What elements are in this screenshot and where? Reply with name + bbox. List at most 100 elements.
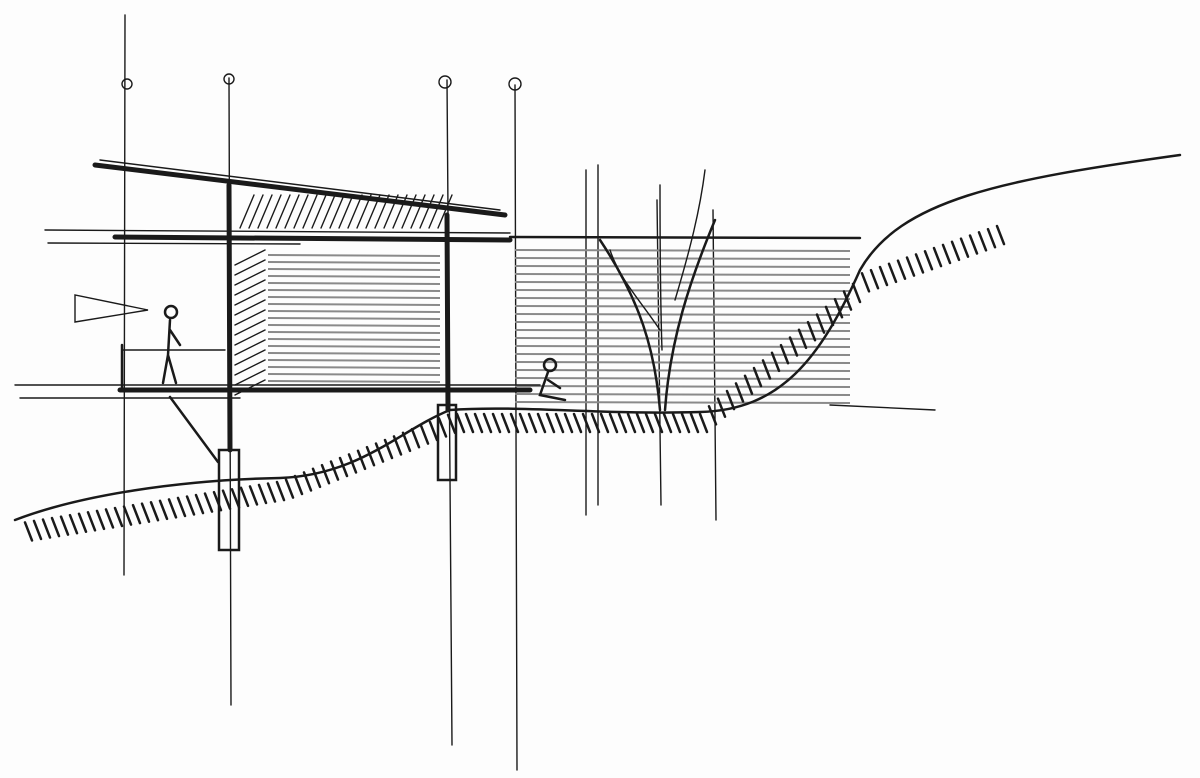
hatch-stroke	[131, 503, 142, 525]
hatch-stroke	[554, 412, 565, 434]
hatch-stroke	[347, 194, 363, 229]
hatch-stroke	[266, 194, 282, 229]
hatch-stroke	[671, 412, 682, 434]
hatch-stroke	[234, 249, 266, 266]
hatch-stroke	[149, 500, 160, 522]
hatch-stroke	[896, 259, 907, 280]
hatch-stroke	[788, 336, 799, 357]
hatch-stroke	[563, 412, 574, 434]
grid-line	[446, 79, 453, 746]
hatch-stroke	[806, 320, 817, 342]
hatch-stroke	[32, 519, 43, 541]
hatch-stroke	[500, 412, 511, 434]
hatch-stroke	[572, 412, 583, 434]
hatch-stroke	[311, 194, 327, 229]
grid-marker	[508, 77, 522, 91]
hatch-stroke	[302, 471, 313, 492]
hatch-stroke	[267, 289, 441, 292]
hatch-stroke	[284, 194, 300, 229]
hatch-stroke	[234, 319, 266, 336]
foundation-piers	[217, 403, 458, 552]
hatch-stroke	[248, 485, 259, 506]
hatch-stroke	[518, 412, 529, 434]
hatch-stroke	[514, 265, 851, 268]
hatch-stroke	[234, 339, 266, 356]
hatch-stroke	[514, 377, 851, 380]
hatch-stroke	[680, 412, 691, 434]
hatch-stroke	[212, 490, 223, 512]
ground-profile	[13, 153, 1182, 522]
hatch-stroke	[284, 478, 295, 499]
hatch-stroke	[347, 453, 358, 474]
hatch-stroke	[113, 506, 124, 528]
hatch-stroke	[824, 305, 835, 327]
hatch-stroke	[626, 412, 637, 434]
hatch-stroke	[644, 412, 655, 434]
hatch-stroke	[338, 456, 349, 478]
hatch-stroke	[428, 194, 444, 229]
hatch-stroke	[608, 412, 619, 434]
hatch-stroke	[234, 299, 266, 316]
hatch-stroke	[239, 486, 250, 508]
hatch-stroke	[514, 297, 851, 300]
hatch-stroke	[419, 424, 430, 445]
hatch-stroke	[779, 343, 790, 365]
hatch-stroke	[374, 442, 385, 463]
hatch-stroke	[267, 373, 441, 376]
hatch-stroke	[320, 463, 331, 485]
hatch-stroke	[23, 521, 34, 542]
hatch-stroke	[383, 194, 399, 229]
person-standing	[161, 304, 182, 385]
hatch-stroke	[815, 313, 826, 334]
hatch-stroke	[104, 508, 115, 529]
hatch-stroke	[122, 505, 133, 526]
hatch-stroke	[267, 261, 441, 264]
hatch-stroke	[374, 194, 390, 229]
hatch-stroke	[234, 269, 266, 286]
grid-marker	[223, 73, 235, 85]
hatch-stroke	[455, 412, 466, 434]
hatch-stroke	[50, 516, 61, 538]
hatch-stroke	[653, 412, 664, 434]
hatch-stroke	[410, 427, 421, 449]
hatch-stroke	[329, 194, 345, 229]
hatch-stroke	[581, 412, 592, 434]
hatch-stroke	[950, 240, 961, 262]
hatch-stroke	[140, 502, 151, 523]
hatch-stroke	[257, 194, 273, 229]
hatch-stroke	[860, 272, 871, 293]
hatch-stroke	[293, 194, 309, 229]
grid-line	[123, 14, 126, 576]
hatch-stroke	[383, 438, 394, 460]
hatch-stroke	[230, 488, 241, 509]
hatch-stroke	[267, 352, 441, 355]
hatch-stroke	[428, 420, 439, 442]
hatch-stroke	[514, 361, 851, 364]
hatch-stroke	[234, 349, 266, 366]
hatch-stroke	[41, 518, 52, 539]
hatch-stroke	[185, 495, 196, 516]
hatch-stroke	[401, 431, 412, 453]
hatch-stroke	[514, 369, 851, 372]
hatch-stroke	[514, 329, 851, 332]
hatch-stroke	[221, 489, 232, 510]
hatch-stroke	[302, 194, 318, 229]
hatch-stroke	[267, 275, 441, 278]
hatch-stroke	[234, 259, 266, 276]
hatch-stroke	[932, 246, 943, 268]
hatch-stroke	[725, 389, 736, 411]
hatch-stroke	[234, 279, 266, 296]
hatch-stroke	[941, 243, 952, 265]
hatch-stroke	[234, 309, 266, 326]
hatch-stroke	[293, 474, 304, 496]
hatch-stroke	[356, 449, 367, 471]
hatch-stroke	[267, 345, 441, 348]
hatch-stroke	[797, 328, 808, 350]
hatch-stroke	[473, 412, 484, 434]
hatch-stroke	[257, 483, 268, 505]
hatch-stroke	[514, 337, 851, 340]
grid-marker	[438, 75, 452, 89]
hatch-stroke	[698, 412, 709, 434]
hatch-stroke	[410, 194, 426, 229]
